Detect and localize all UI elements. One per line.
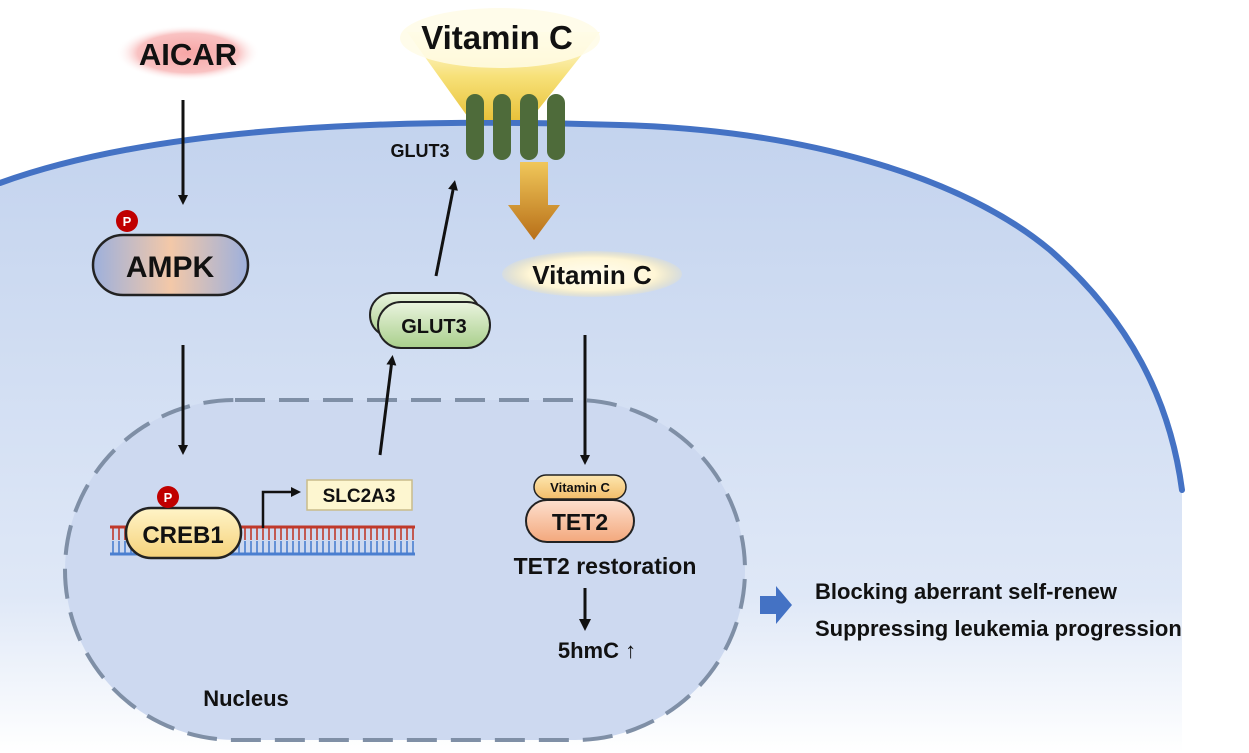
ampk-phospho-badge [116, 210, 138, 232]
ampk-phospho-label: P [123, 214, 132, 229]
outcome-line-2: Suppressing leukemia progression [815, 616, 1182, 641]
vitamin-c-outside-label: Vitamin C [421, 19, 573, 56]
slc2a3-gene-box [306, 479, 413, 511]
vitamin-c-outside-glow [400, 8, 600, 68]
outcome-block-arrow [760, 586, 792, 624]
creb1-phospho-label: P [164, 490, 173, 505]
vitamin-c-transport-arrow [508, 162, 560, 240]
glut3-transporter [466, 94, 565, 160]
5hmc-label: 5hmC ↑ [558, 638, 636, 663]
aicar-glow [116, 25, 260, 81]
slc2a3-label: SLC2A3 [323, 486, 396, 507]
creb1-node [124, 506, 243, 560]
ampk-node [91, 233, 250, 297]
outcome-line-1: Blocking aberrant self-renew [815, 579, 1118, 604]
creb1-label: CREB1 [142, 522, 223, 549]
tet2-restoration-label: TET2 restoration [514, 553, 697, 579]
vitamin-c-inside-glow [502, 251, 682, 297]
arrow-glut3-to-membrane [434, 180, 458, 277]
glut3-protein-node [377, 301, 491, 349]
ampk-label: AMPK [126, 251, 215, 284]
glut3-membrane-label: GLUT3 [390, 141, 449, 161]
transcription-start-arrow [261, 487, 301, 528]
nucleus-label: Nucleus [203, 686, 289, 711]
glut3-protein-label: GLUT3 [401, 316, 467, 338]
tet2-label: TET2 [552, 509, 608, 535]
vitamin-c-inside-label: Vitamin C [532, 260, 652, 290]
arrow-slc2a3-to-glut3 [378, 355, 397, 456]
aicar-label: AICAR [139, 37, 237, 72]
vitamin-c-small-label: Vitamin C [550, 480, 610, 495]
creb1-phospho-badge [157, 486, 179, 508]
tet2-node [525, 499, 635, 543]
cell-membrane [0, 119, 1185, 493]
